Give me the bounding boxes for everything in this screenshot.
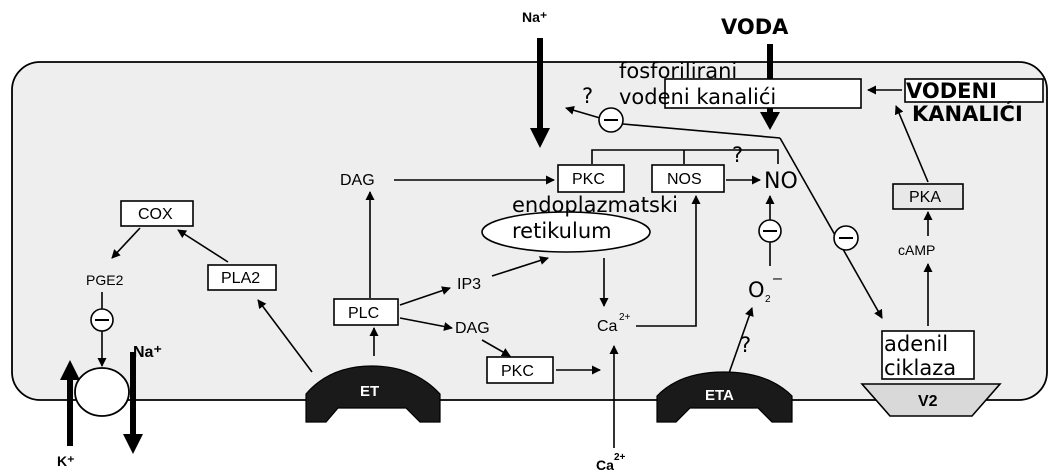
pkc-nos-bracket [591,149,779,164]
question-mid: ? [732,143,743,167]
inhibit-top-arrow [565,105,601,119]
na-top-arrowhead [530,128,550,148]
pla2-label: PLA2 [221,270,260,287]
phosphorylated-label-2: vodeni kanalići [619,85,776,109]
to-adenyl-line [779,137,883,319]
pla2-box [207,264,277,291]
na-k-channel [74,367,130,417]
water-channels-label-1: VODENI [906,79,997,103]
er-label-1: endoplazmatski [512,193,678,217]
na-left-label: Na⁺ [133,344,162,361]
na-influx-arrowhead [123,434,143,454]
top-link-line [622,123,781,139]
pla2-to-cox-arrow [177,229,229,263]
question-top: ? [582,84,593,108]
pkc-bottom-label: PKC [501,363,534,380]
pka-box [892,183,964,210]
o2-subscript: 2 [765,294,771,305]
cox-label: COX [138,206,173,223]
adenyl-label-2: ciklaza [884,356,956,380]
plc-label: PLC [348,305,379,322]
voda-arrowhead [760,112,780,130]
pka-label: PKA [909,189,941,206]
eta-receptor [656,371,793,423]
ip3-to-er-arrow [491,256,549,277]
o2-superscript: – [773,270,782,287]
er-ellipse [481,211,651,253]
ca-to-nos-arrow [636,195,701,327]
dag-mid-label: DAG [455,320,490,337]
adenyl-cyclase-box [881,330,975,380]
adenyl-label-1: adenil [884,332,948,356]
na-top-label: Na⁺ [522,9,547,25]
dag-to-pkc-bottom-arrow [481,339,511,357]
cox-to-pge2-arrow [111,227,141,259]
nos-label: NOS [667,171,702,188]
pge2-label: PGE2 [86,272,124,288]
k-efflux-arrowhead [60,360,80,380]
no-label: NO [764,169,798,194]
voda-label: VODA [721,15,789,39]
o2-label: O [748,278,765,302]
ca-inside-sup: 2+ [619,312,631,323]
plc-to-dag-mid-arrow [399,317,453,331]
water-channels-label-2: KANALIĆI [912,101,1023,126]
eta-to-o2-arrow [727,307,754,377]
water-channels-box [904,78,1044,103]
er-label-2: retikulum [512,219,612,243]
phosphorylated-label-1: fosforilirani [619,59,737,83]
eta-label: ETA [705,387,734,404]
ca-outside-label: Ca [596,457,614,473]
pkc-top-label: PKC [572,171,605,188]
et-to-pla2-arrow [257,299,313,373]
v2-label: V2 [918,393,938,410]
camp-label: cAMP [898,242,935,258]
plc-to-ip3-arrow [399,286,451,306]
k-plus-label: K⁺ [57,453,75,469]
et-receptor [305,365,441,423]
pka-to-channels-arrow [894,105,929,183]
v2-receptor [860,383,1002,417]
ip3-label: IP3 [457,276,481,293]
pkc-bottom-box [486,356,554,384]
nos-box [651,164,725,193]
et-label: ET [360,383,379,400]
plc-box [333,298,399,326]
pkc-top-box [557,164,625,193]
question-eta: ? [740,333,751,357]
ca-inside-label: Ca [597,318,618,335]
ca-outside-sup: 2+ [614,452,626,463]
phosphorylated-channels-box [664,78,862,109]
cox-box [120,200,194,227]
dag-top-label: DAG [340,172,375,189]
